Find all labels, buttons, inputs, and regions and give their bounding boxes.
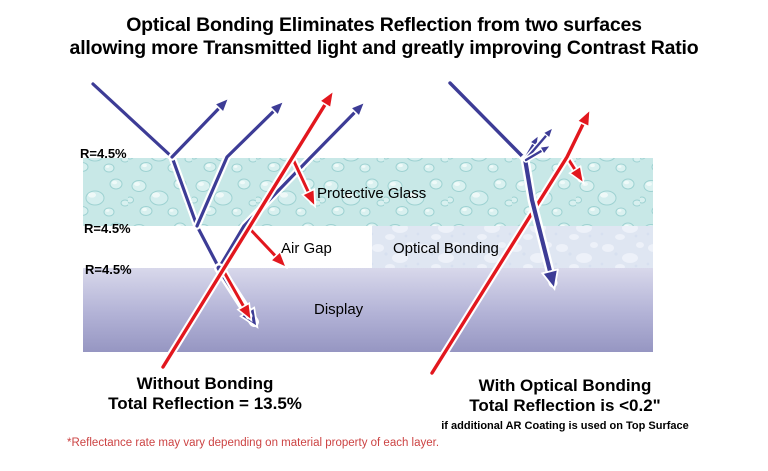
left-surface3-reflection-arrow xyxy=(217,105,362,270)
right-emitted-ray-arrow xyxy=(430,114,588,375)
right-transmitted-into-display-arrow xyxy=(522,156,553,283)
right-emitted-ray-group xyxy=(428,114,592,377)
reflectance-label-glass-bottom: R=4.5% xyxy=(84,221,131,236)
right-incident-ray-group xyxy=(446,79,555,283)
left-emitted-ray-arrow xyxy=(161,95,331,369)
with-bonding-line-2: Total Reflection is <0.2" xyxy=(469,396,661,415)
right-small-reflection-arrow-3 xyxy=(524,144,552,162)
left-red-reflection-glass-arrow xyxy=(290,155,313,202)
with-bonding-line-1: With Optical Bonding xyxy=(478,376,652,395)
air-gap-label: Air Gap xyxy=(281,240,332,257)
left-surface2-reflection-arrow xyxy=(195,104,281,228)
without-bonding-caption: Without Bonding Total Reflection = 13.5% xyxy=(75,374,335,414)
display-layer xyxy=(83,268,653,352)
page-title: Optical Bonding Eliminates Reflection fr… xyxy=(0,14,768,60)
ar-coating-note: if additional AR Coating is used on Top … xyxy=(441,420,689,432)
left-incident-ray xyxy=(91,82,221,270)
reflectance-label-display-surface: R=4.5% xyxy=(85,262,132,277)
left-surface1-reflection-arrow xyxy=(170,101,226,159)
left-emitted-ray-group xyxy=(159,95,335,371)
right-small-reflection-arrow-2 xyxy=(525,126,555,160)
optical-bonding-label: Optical Bonding xyxy=(393,240,499,257)
title-line-2: allowing more Transmitted light and grea… xyxy=(69,37,699,59)
with-bonding-caption: With Optical Bonding Total Reflection is… xyxy=(435,376,695,433)
left-red-reflection-display-arrow xyxy=(221,268,249,316)
left-red-reflection-airgap-arrow xyxy=(247,226,283,264)
protective-glass-label: Protective Glass xyxy=(317,185,427,202)
right-red-reflection-glass-arrow xyxy=(565,155,581,179)
reflectance-footnote: *Reflectance rate may vary depending on … xyxy=(67,437,440,449)
without-bonding-line-2: Total Reflection = 13.5% xyxy=(108,394,302,413)
title-line-1: Optical Bonding Eliminates Reflection fr… xyxy=(126,14,642,36)
right-incident-ray xyxy=(448,81,527,161)
reflectance-label-top-surface: R=4.5% xyxy=(80,146,127,161)
without-bonding-line-1: Without Bonding xyxy=(136,374,274,393)
display-label: Display xyxy=(314,301,364,318)
